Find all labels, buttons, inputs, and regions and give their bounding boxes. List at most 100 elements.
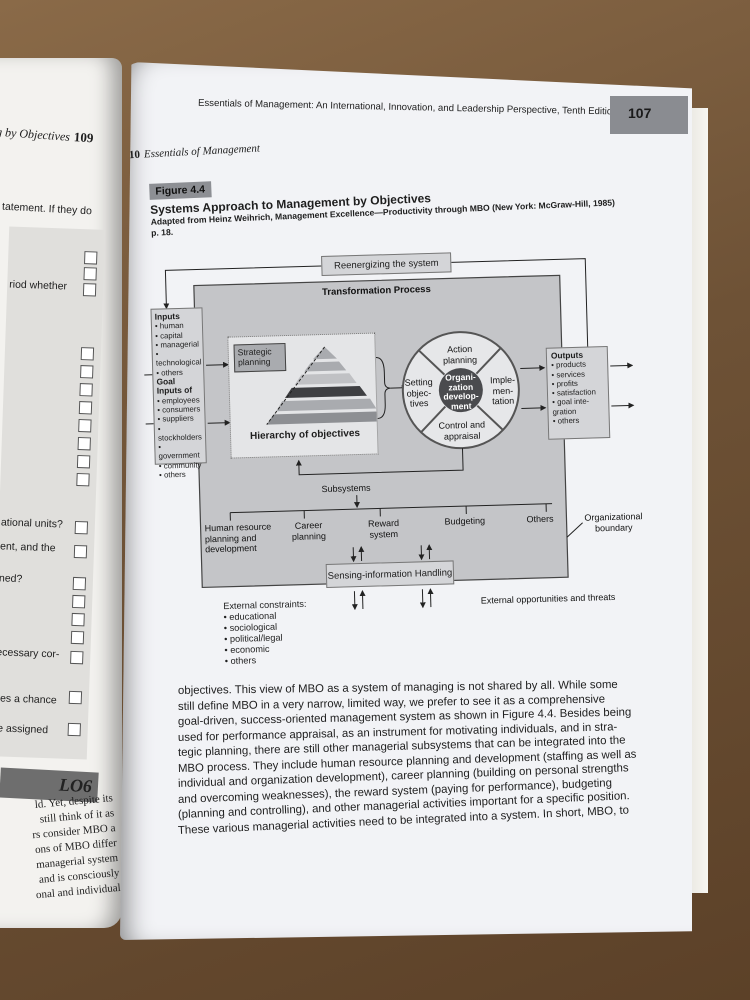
input-item: • managerial (155, 339, 200, 350)
reenergizing-box: Reenergizing the system (321, 252, 452, 276)
checkbox[interactable] (83, 267, 97, 281)
input-arrow (206, 361, 230, 368)
sensing-arrow (359, 589, 366, 609)
sensing-information-label: Sensing-information Handling (327, 567, 453, 582)
checkbox[interactable] (76, 455, 91, 469)
constraint-item-text: educational (229, 610, 277, 623)
inner-page-number: 110 (123, 148, 141, 162)
checkbox[interactable] (78, 401, 93, 415)
running-head: Essentials of Management: An Internation… (197, 97, 618, 118)
goal-inputs-heading: Goal Inputs of (156, 376, 193, 397)
reenergizing-label: Reenergizing the system (333, 257, 439, 272)
implementation-label: Imple- men- tation (489, 374, 516, 407)
checkbox[interactable] (79, 383, 93, 397)
subsystems-label: Subsystems (321, 482, 371, 495)
checkbox[interactable] (82, 283, 97, 297)
checkbox[interactable] (72, 576, 87, 591)
boundary-pointer (566, 522, 583, 538)
pyramid-level (312, 346, 337, 360)
output-arrow (610, 362, 634, 369)
pyramid-icon (266, 346, 377, 425)
figure-label: Figure 4.4 (149, 181, 212, 200)
output-item: • others (552, 415, 580, 426)
checkbox[interactable] (80, 365, 94, 379)
figure-caption: Figure 4.4 Systems Approach to Managemen… (149, 162, 621, 239)
checkbox[interactable] (78, 419, 92, 433)
left-page-line: ves a chance (0, 692, 57, 707)
input-item-text: human (159, 321, 184, 331)
input-arrow (207, 419, 231, 426)
feedback-line-left (163, 265, 322, 310)
feedback-line-right (451, 258, 589, 347)
checkbox[interactable] (70, 630, 85, 645)
left-page-running-head: g by Objectives (0, 124, 71, 144)
left-page-line: ecessary cor- (0, 646, 60, 661)
checkbox[interactable] (74, 520, 89, 535)
goal-input-item-text: stockholders (157, 432, 202, 443)
cycle-divider (418, 349, 446, 376)
constraint-item-text: economic (230, 643, 270, 655)
right-page: Essentials of Management: An Internation… (120, 62, 692, 940)
goal-input-item: • government (158, 442, 200, 462)
goal-input-item: • others (158, 469, 186, 480)
setting-objectives-label: Setting objec- tives (404, 376, 433, 409)
pyramid-level (294, 373, 357, 385)
left-page-line: re assigned (0, 722, 49, 737)
hierarchy-of-objectives-panel: Strategic planning Hierarchy of objectiv… (227, 332, 379, 459)
output-arrow (521, 404, 547, 411)
constraint-item-text: others (230, 655, 257, 666)
input-item: • technological (155, 349, 202, 369)
input-item-text: technological (155, 357, 202, 369)
checkbox[interactable] (84, 251, 98, 265)
action-planning-label: Action planning (442, 343, 478, 366)
constraint-item: • others (224, 655, 257, 667)
page-number: 107 (628, 105, 652, 121)
page-number-tab: 107 (610, 96, 688, 134)
checkbox[interactable] (71, 612, 85, 627)
constraint-item-text: political/legal (229, 632, 283, 644)
inputs-box: Inputs • human • capital • managerial • … (150, 307, 207, 480)
checkbox[interactable] (77, 437, 91, 451)
cycle-divider (475, 347, 502, 375)
goal-input-item-text: consumers (162, 404, 201, 415)
cycle-feedback-line (295, 448, 464, 476)
checkbox[interactable] (70, 650, 84, 665)
left-page-line: ned? (0, 572, 23, 586)
checkbox[interactable] (73, 544, 88, 559)
mbo-systems-diagram: Reenergizing the system Transformation P… (135, 235, 655, 629)
output-item-text: others (557, 415, 580, 426)
output-item-text: profits (556, 378, 578, 389)
checkbox[interactable] (67, 722, 81, 737)
checkbox[interactable] (80, 347, 95, 361)
goal-input-item: • stockholders (157, 424, 202, 443)
subsystem-career-planning: Career planning (291, 520, 327, 542)
output-item-text: services (556, 369, 586, 380)
inner-page-title: Essentials of Management (143, 142, 261, 161)
goal-input-item-text: community (163, 460, 202, 471)
pyramid-edge (266, 346, 325, 425)
goal-input-item-text: suppliers (162, 413, 194, 424)
left-page-line: riod whether (9, 278, 68, 293)
checkbox[interactable] (76, 472, 90, 487)
subsystem-hr-planning: Human resource planning and development (204, 521, 272, 555)
checkbox[interactable] (68, 690, 83, 705)
checkbox[interactable] (72, 594, 86, 609)
subsystem-budgeting: Budgeting (444, 515, 486, 527)
pyramid-level (266, 411, 377, 425)
input-item-text: capital (159, 330, 183, 341)
sensing-arrow (419, 589, 426, 609)
output-arrow (520, 364, 546, 371)
left-page-number: 109 (73, 129, 94, 146)
organization-development-label: Organi- zation develop- ment (443, 371, 479, 411)
output-item-text: satisfaction (556, 387, 597, 398)
pyramid-level (276, 398, 377, 412)
checklist-box: riod whether ational units? ent, and the… (0, 226, 106, 760)
left-page-body: ld. Yet, despite its still think of it a… (0, 791, 121, 906)
subsystem-bar (230, 503, 553, 514)
subsystem-others: Others (526, 513, 554, 525)
cycle-divider (476, 404, 504, 431)
sensing-information-box: Sensing-information Handling (325, 560, 455, 588)
